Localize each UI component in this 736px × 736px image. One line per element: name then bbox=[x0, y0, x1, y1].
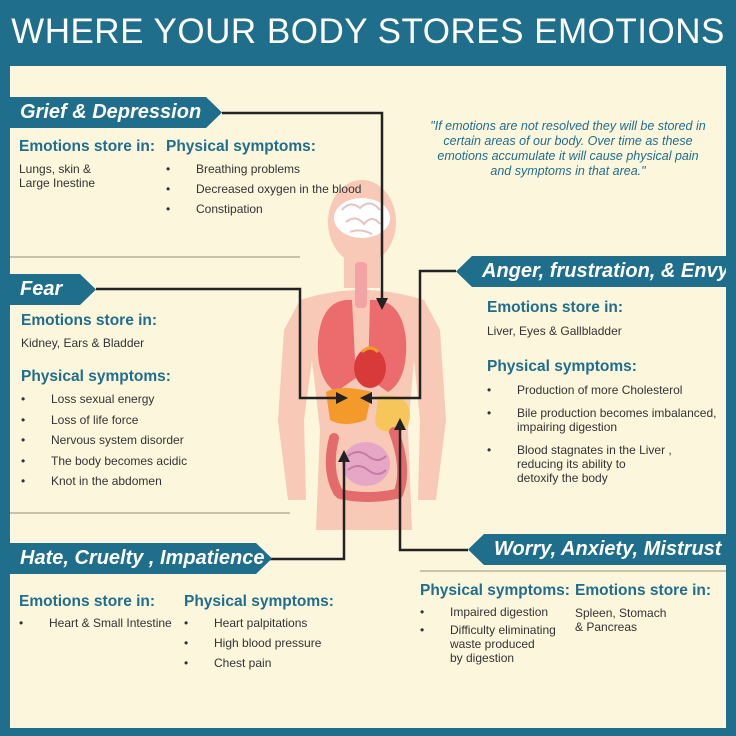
list-item: High blood pressure bbox=[184, 636, 321, 650]
fear-arrow bbox=[96, 287, 338, 400]
list-item: Constipation bbox=[166, 202, 361, 216]
hate-symptoms-list: Heart palpitations High blood pressure C… bbox=[184, 616, 321, 670]
worry-symptoms-list: Impaired digestion Difficulty eliminatin… bbox=[420, 605, 556, 665]
page-title: WHERE YOUR BODY STORES EMOTIONS bbox=[11, 12, 725, 51]
symptom-line: reducing its ability to bbox=[517, 457, 626, 471]
heart-icon bbox=[354, 346, 386, 388]
anger-symptoms-label: Physical symptoms: bbox=[487, 358, 637, 375]
grief-arrowhead bbox=[376, 298, 388, 310]
grief-symptoms-label: Physical symptoms: bbox=[166, 138, 316, 155]
hate-banner: Hate, Cruelty , Impatience bbox=[10, 543, 272, 574]
symptom-line: Production of more Cholesterol bbox=[517, 383, 683, 397]
anger-store-label: Emotions store in: bbox=[487, 299, 624, 316]
fear-store-line-1: Kidney, Ears & Bladder bbox=[21, 336, 145, 350]
fear-store-label: Emotions store in: bbox=[21, 312, 158, 329]
arrow-heads bbox=[336, 298, 406, 462]
grief-symptoms-list: Breathing problems Decreased oxygen in t… bbox=[166, 162, 361, 216]
worry-arrowhead bbox=[394, 418, 406, 430]
grief-store-label: Emotions store in: bbox=[19, 138, 156, 155]
anger-arrow bbox=[370, 269, 456, 400]
liver-icon bbox=[326, 388, 372, 424]
hate-symptoms-label: Physical symptoms: bbox=[184, 593, 334, 610]
fear-symptoms-list: Loss sexual energy Loss of life force Ne… bbox=[21, 392, 187, 488]
worry-arrow bbox=[398, 428, 468, 552]
hate-arrowhead bbox=[338, 450, 350, 462]
anger-arrowhead bbox=[360, 392, 372, 404]
grief-store-line-1: Lungs, skin & bbox=[19, 162, 92, 176]
symptom-line: Difficulty eliminating bbox=[450, 623, 556, 637]
hate-store-label: Emotions store in: bbox=[19, 593, 156, 610]
grief-divider bbox=[10, 256, 300, 258]
trachea-icon bbox=[355, 262, 367, 308]
list-item: Heart & Small Intestine bbox=[19, 616, 172, 630]
symptom-line: Blood stagnates in the Liver , bbox=[517, 443, 672, 457]
worry-store-line-1: Spleen, Stomach bbox=[575, 606, 667, 620]
hate-store-list: Heart & Small Intestine bbox=[19, 616, 172, 630]
symptom-line: by digestion bbox=[450, 651, 515, 665]
list-item: The body becomes acidic bbox=[21, 454, 187, 468]
list-item: Loss of life force bbox=[21, 413, 187, 427]
symptom-line: impairing digestion bbox=[517, 420, 618, 434]
intro-quote: "If emotions are not resolved they will … bbox=[430, 119, 706, 178]
list-item: Production of more Cholesterol bbox=[487, 383, 716, 397]
fear-banner: Fear bbox=[10, 274, 96, 305]
symptom-line: detoxify the body bbox=[517, 471, 608, 485]
anger-symptoms-list: Production of more Cholesterol Bile prod… bbox=[487, 383, 716, 485]
list-item: Heart palpitations bbox=[184, 616, 321, 630]
worry-banner: Worry, Anxiety, Mistrust bbox=[468, 534, 726, 565]
list-item: Difficulty eliminating waste produced by… bbox=[420, 623, 556, 665]
grief-store-line-2: Large Inestine bbox=[19, 176, 96, 190]
list-item: Nervous system disorder bbox=[21, 433, 187, 447]
list-item: Decreased oxygen in the blood bbox=[166, 182, 361, 196]
list-item: Loss sexual energy bbox=[21, 392, 187, 406]
anger-banner: Anger, frustration, & Envy bbox=[456, 256, 726, 287]
connector-arrows bbox=[96, 111, 468, 561]
fear-symptoms-label: Physical symptoms: bbox=[21, 368, 171, 385]
worry-store-label: Emotions store in: bbox=[575, 582, 712, 599]
worry-symptoms-label: Physical symptoms: bbox=[420, 582, 570, 599]
anger-store-line-1: Liver, Eyes & Gallbladder bbox=[487, 324, 622, 338]
list-item: Knot in the abdomen bbox=[21, 474, 187, 488]
list-item: Impaired digestion bbox=[420, 605, 556, 619]
worry-store-line-2: & Pancreas bbox=[575, 620, 638, 634]
symptom-line: Bile production becomes imbalanced, bbox=[517, 406, 717, 420]
list-item: Breathing problems bbox=[166, 162, 361, 176]
symptom-line: Impaired digestion bbox=[450, 605, 549, 619]
grief-banner: Grief & Depression bbox=[10, 97, 222, 128]
grief-arrow bbox=[222, 111, 384, 300]
list-item: Bile production becomes imbalanced, impa… bbox=[487, 406, 716, 434]
list-item: Blood stagnates in the Liver , reducing … bbox=[487, 443, 716, 485]
symptom-line: waste produced bbox=[450, 637, 535, 651]
worry-divider bbox=[420, 570, 726, 572]
fear-divider bbox=[10, 512, 290, 514]
fear-arrowhead bbox=[336, 392, 348, 404]
hate-arrow bbox=[262, 460, 346, 561]
list-item: Chest pain bbox=[184, 656, 321, 670]
